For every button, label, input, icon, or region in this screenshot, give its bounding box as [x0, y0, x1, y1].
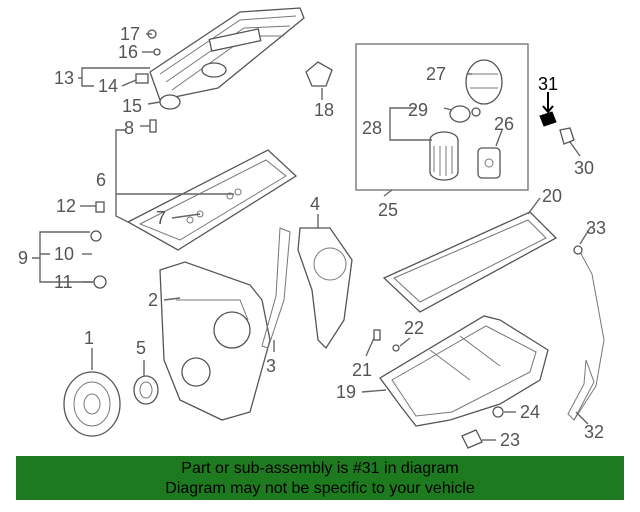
footer-line-1: Part or sub-assembly is #31 in diagram [181, 460, 459, 477]
part-18-cap [305, 61, 333, 87]
part-14-cap [135, 73, 149, 84]
part-30-sensor [559, 127, 575, 145]
label-9: 9 [18, 248, 28, 268]
label-7: 7 [156, 208, 166, 228]
label-31: 31 [538, 74, 558, 94]
label-2: 2 [148, 290, 158, 310]
part-27-filter-cap [465, 59, 503, 117]
label-21: 21 [352, 360, 372, 380]
part-11-cap [93, 275, 107, 289]
part-12-bolt [95, 201, 105, 213]
leader-lines [32, 33, 591, 441]
label-29: 29 [408, 100, 428, 120]
valve-cover [149, 7, 305, 101]
part-16-grommet [153, 48, 161, 56]
part-26-gasket [477, 147, 501, 179]
part-21-bolt [373, 329, 381, 341]
label-28: 28 [362, 118, 382, 138]
part-28-filter [429, 131, 459, 181]
part-1-pulley [63, 371, 121, 437]
part-24-ring [492, 406, 504, 418]
label-12: 12 [56, 196, 76, 216]
label-15: 15 [122, 96, 142, 116]
part-3-gasket [261, 227, 291, 349]
oil-pan-gasket [382, 211, 558, 313]
label-25: 25 [378, 200, 398, 220]
label-3: 3 [266, 356, 276, 376]
valve-cover-gasket [126, 149, 298, 251]
part-23-plug [461, 429, 483, 449]
part-31-highlighted [539, 111, 557, 127]
label-1: 1 [84, 328, 94, 348]
part-number-labels: 17 16 13 14 15 8 6 7 12 9 10 11 2 3 4 1 … [18, 24, 606, 450]
label-13: 13 [54, 68, 74, 88]
dipstick [567, 245, 605, 421]
part-5-seal [133, 375, 159, 405]
timing-cover [159, 261, 271, 421]
label-10: 10 [54, 244, 74, 264]
part-8-sensor [149, 119, 157, 133]
part-10-seal [90, 230, 102, 242]
label-30: 30 [574, 158, 594, 178]
label-22: 22 [404, 318, 424, 338]
footer-line-2: Diagram may not be specific to your vehi… [165, 480, 475, 497]
label-33: 33 [586, 218, 606, 238]
label-16: 16 [118, 42, 138, 62]
label-4: 4 [310, 194, 320, 214]
label-8: 8 [124, 118, 134, 138]
label-23: 23 [500, 430, 520, 450]
footer-notice: Part or sub-assembly is #31 in diagram D… [16, 456, 624, 500]
label-14: 14 [98, 76, 118, 96]
label-27: 27 [426, 64, 446, 84]
label-17: 17 [120, 24, 140, 44]
label-5: 5 [136, 338, 146, 358]
label-19: 19 [336, 382, 356, 402]
label-6: 6 [96, 170, 106, 190]
label-18: 18 [314, 100, 334, 120]
assembly-box-25 [355, 43, 529, 191]
label-32: 32 [584, 422, 604, 442]
label-20: 20 [542, 186, 562, 206]
parts-diagram: 17 16 13 14 15 8 6 7 12 9 10 11 2 3 4 1 … [18, 7, 606, 450]
part-22-washer [392, 344, 400, 352]
label-26: 26 [494, 114, 514, 134]
label-11: 11 [54, 272, 73, 292]
part-29-oring [449, 105, 471, 123]
oil-pan [379, 315, 549, 427]
part-15-gasket [159, 94, 181, 110]
part-4-cover [297, 227, 353, 350]
label-24: 24 [520, 402, 540, 422]
